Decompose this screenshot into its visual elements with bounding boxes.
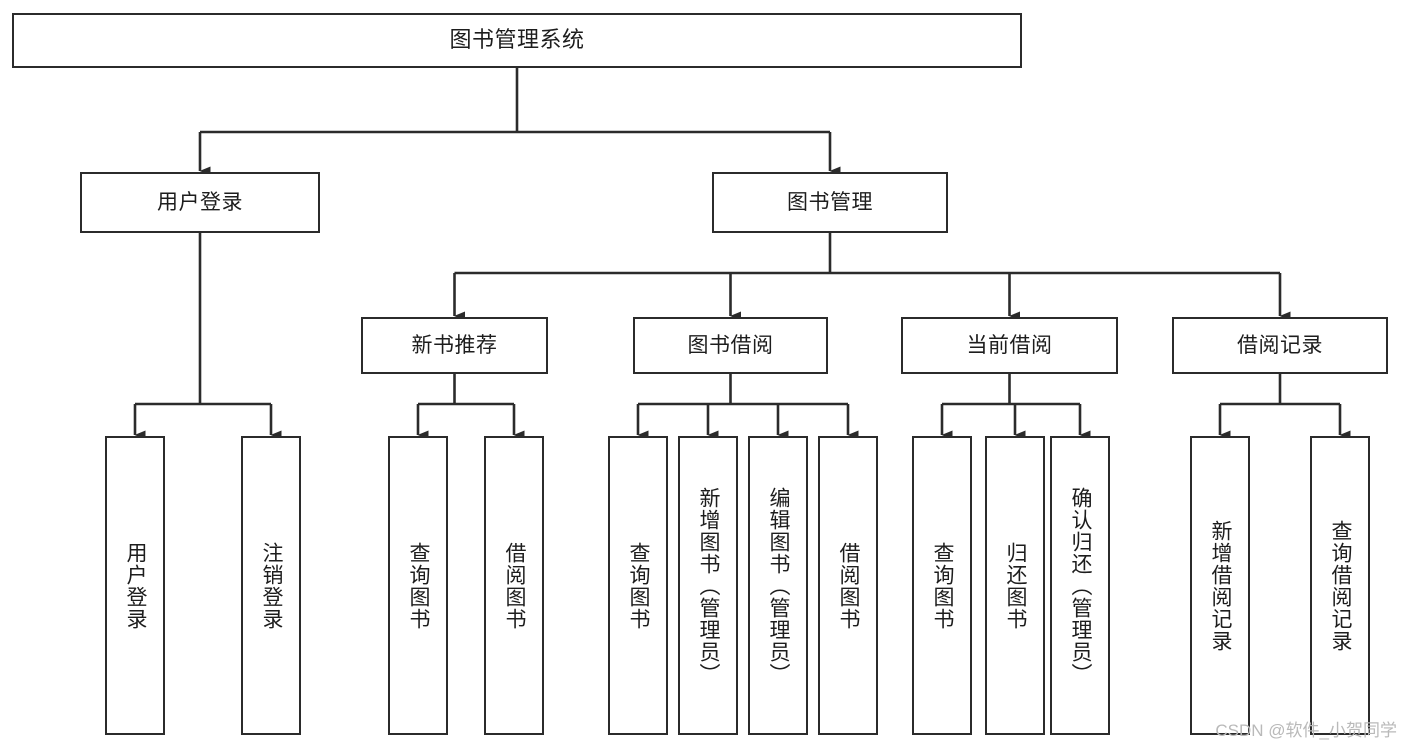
node-leaf-confirm-return-admin[interactable]: 确认归还（管理员） — [1050, 436, 1110, 735]
node-leaf-add-book-admin[interactable]: 新增图书（管理员） — [678, 436, 738, 735]
node-book-manage[interactable]: 图书管理 — [712, 172, 948, 233]
node-root[interactable]: 图书管理系统 — [12, 13, 1022, 68]
node-borrow-record[interactable]: 借阅记录 — [1172, 317, 1388, 374]
node-leaf-user-login[interactable]: 用户登录 — [105, 436, 165, 735]
node-leaf-logout-login[interactable]: 注销登录 — [241, 436, 301, 735]
node-label-leaf-borrow-book-recommend: 借阅图书 — [503, 541, 527, 630]
node-label-leaf-add-book-admin: 新增图书（管理员） — [697, 486, 721, 685]
node-label-new-book-recommend: 新书推荐 — [411, 333, 498, 357]
node-leaf-query-book-current[interactable]: 查询图书 — [912, 436, 972, 735]
node-label-leaf-user-login: 用户登录 — [124, 541, 148, 630]
node-label-borrow-record: 借阅记录 — [1237, 333, 1323, 357]
node-label-book-manage: 图书管理 — [787, 190, 873, 214]
node-label-current-borrow: 当前借阅 — [966, 333, 1053, 357]
node-label-leaf-query-book-recommend: 查询图书 — [407, 541, 431, 630]
node-user-login[interactable]: 用户登录 — [80, 172, 320, 233]
node-label-leaf-edit-book-admin: 编辑图书（管理员） — [767, 486, 791, 685]
node-label-leaf-add-borrow-record: 新增借阅记录 — [1209, 519, 1233, 652]
node-label-leaf-confirm-return-admin: 确认归还（管理员） — [1069, 486, 1093, 685]
node-leaf-query-borrow-record[interactable]: 查询借阅记录 — [1310, 436, 1370, 735]
node-label-leaf-return-book: 归还图书 — [1004, 541, 1028, 630]
node-leaf-edit-book-admin[interactable]: 编辑图书（管理员） — [748, 436, 808, 735]
csdn-watermark: CSDN @软件_小贺同学 — [1215, 721, 1397, 740]
node-leaf-query-book-borrow[interactable]: 查询图书 — [608, 436, 668, 735]
node-leaf-borrow-book[interactable]: 借阅图书 — [818, 436, 878, 735]
node-leaf-borrow-book-recommend[interactable]: 借阅图书 — [484, 436, 544, 735]
node-leaf-return-book[interactable]: 归还图书 — [985, 436, 1045, 735]
node-label-user-login: 用户登录 — [157, 190, 243, 214]
node-label-leaf-logout-login: 注销登录 — [260, 541, 284, 630]
node-label-leaf-query-book-current: 查询图书 — [931, 541, 955, 630]
node-new-book-recommend[interactable]: 新书推荐 — [361, 317, 548, 374]
node-leaf-add-borrow-record[interactable]: 新增借阅记录 — [1190, 436, 1250, 735]
node-leaf-query-book-recommend[interactable]: 查询图书 — [388, 436, 448, 735]
node-label-leaf-borrow-book: 借阅图书 — [837, 541, 861, 630]
node-label-book-borrow: 图书借阅 — [687, 333, 774, 357]
node-book-borrow[interactable]: 图书借阅 — [633, 317, 828, 374]
node-current-borrow[interactable]: 当前借阅 — [901, 317, 1118, 374]
node-label-leaf-query-book-borrow: 查询图书 — [627, 541, 651, 630]
node-label-root: 图书管理系统 — [449, 27, 585, 53]
node-label-leaf-query-borrow-record: 查询借阅记录 — [1329, 519, 1353, 652]
